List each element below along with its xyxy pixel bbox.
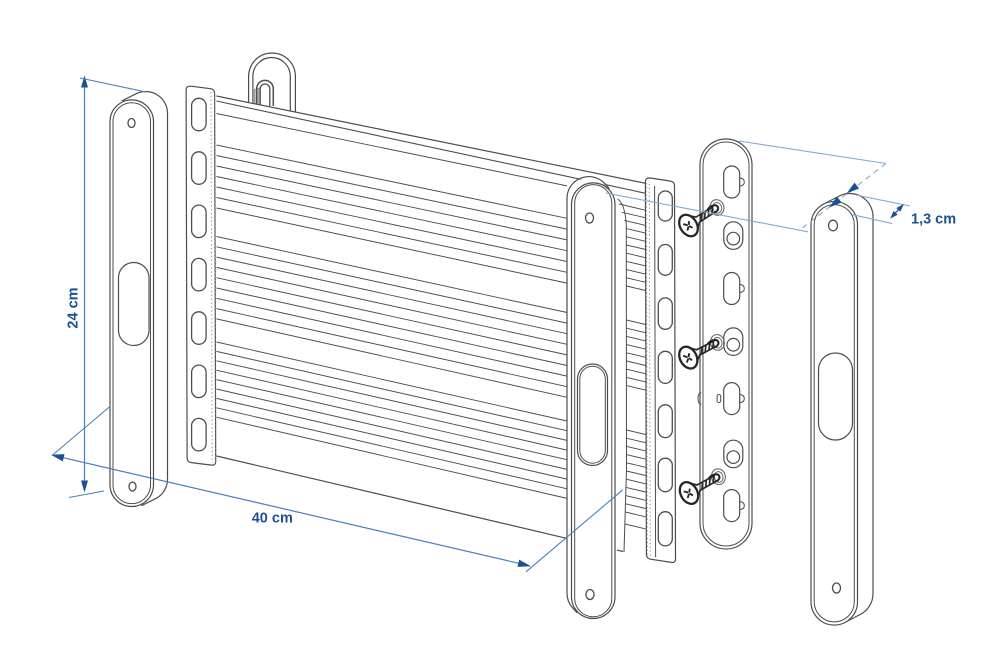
svg-text:40 cm: 40 cm <box>252 510 293 526</box>
svg-text:1,3 cm: 1,3 cm <box>911 212 956 228</box>
svg-text:24 cm: 24 cm <box>66 287 82 328</box>
